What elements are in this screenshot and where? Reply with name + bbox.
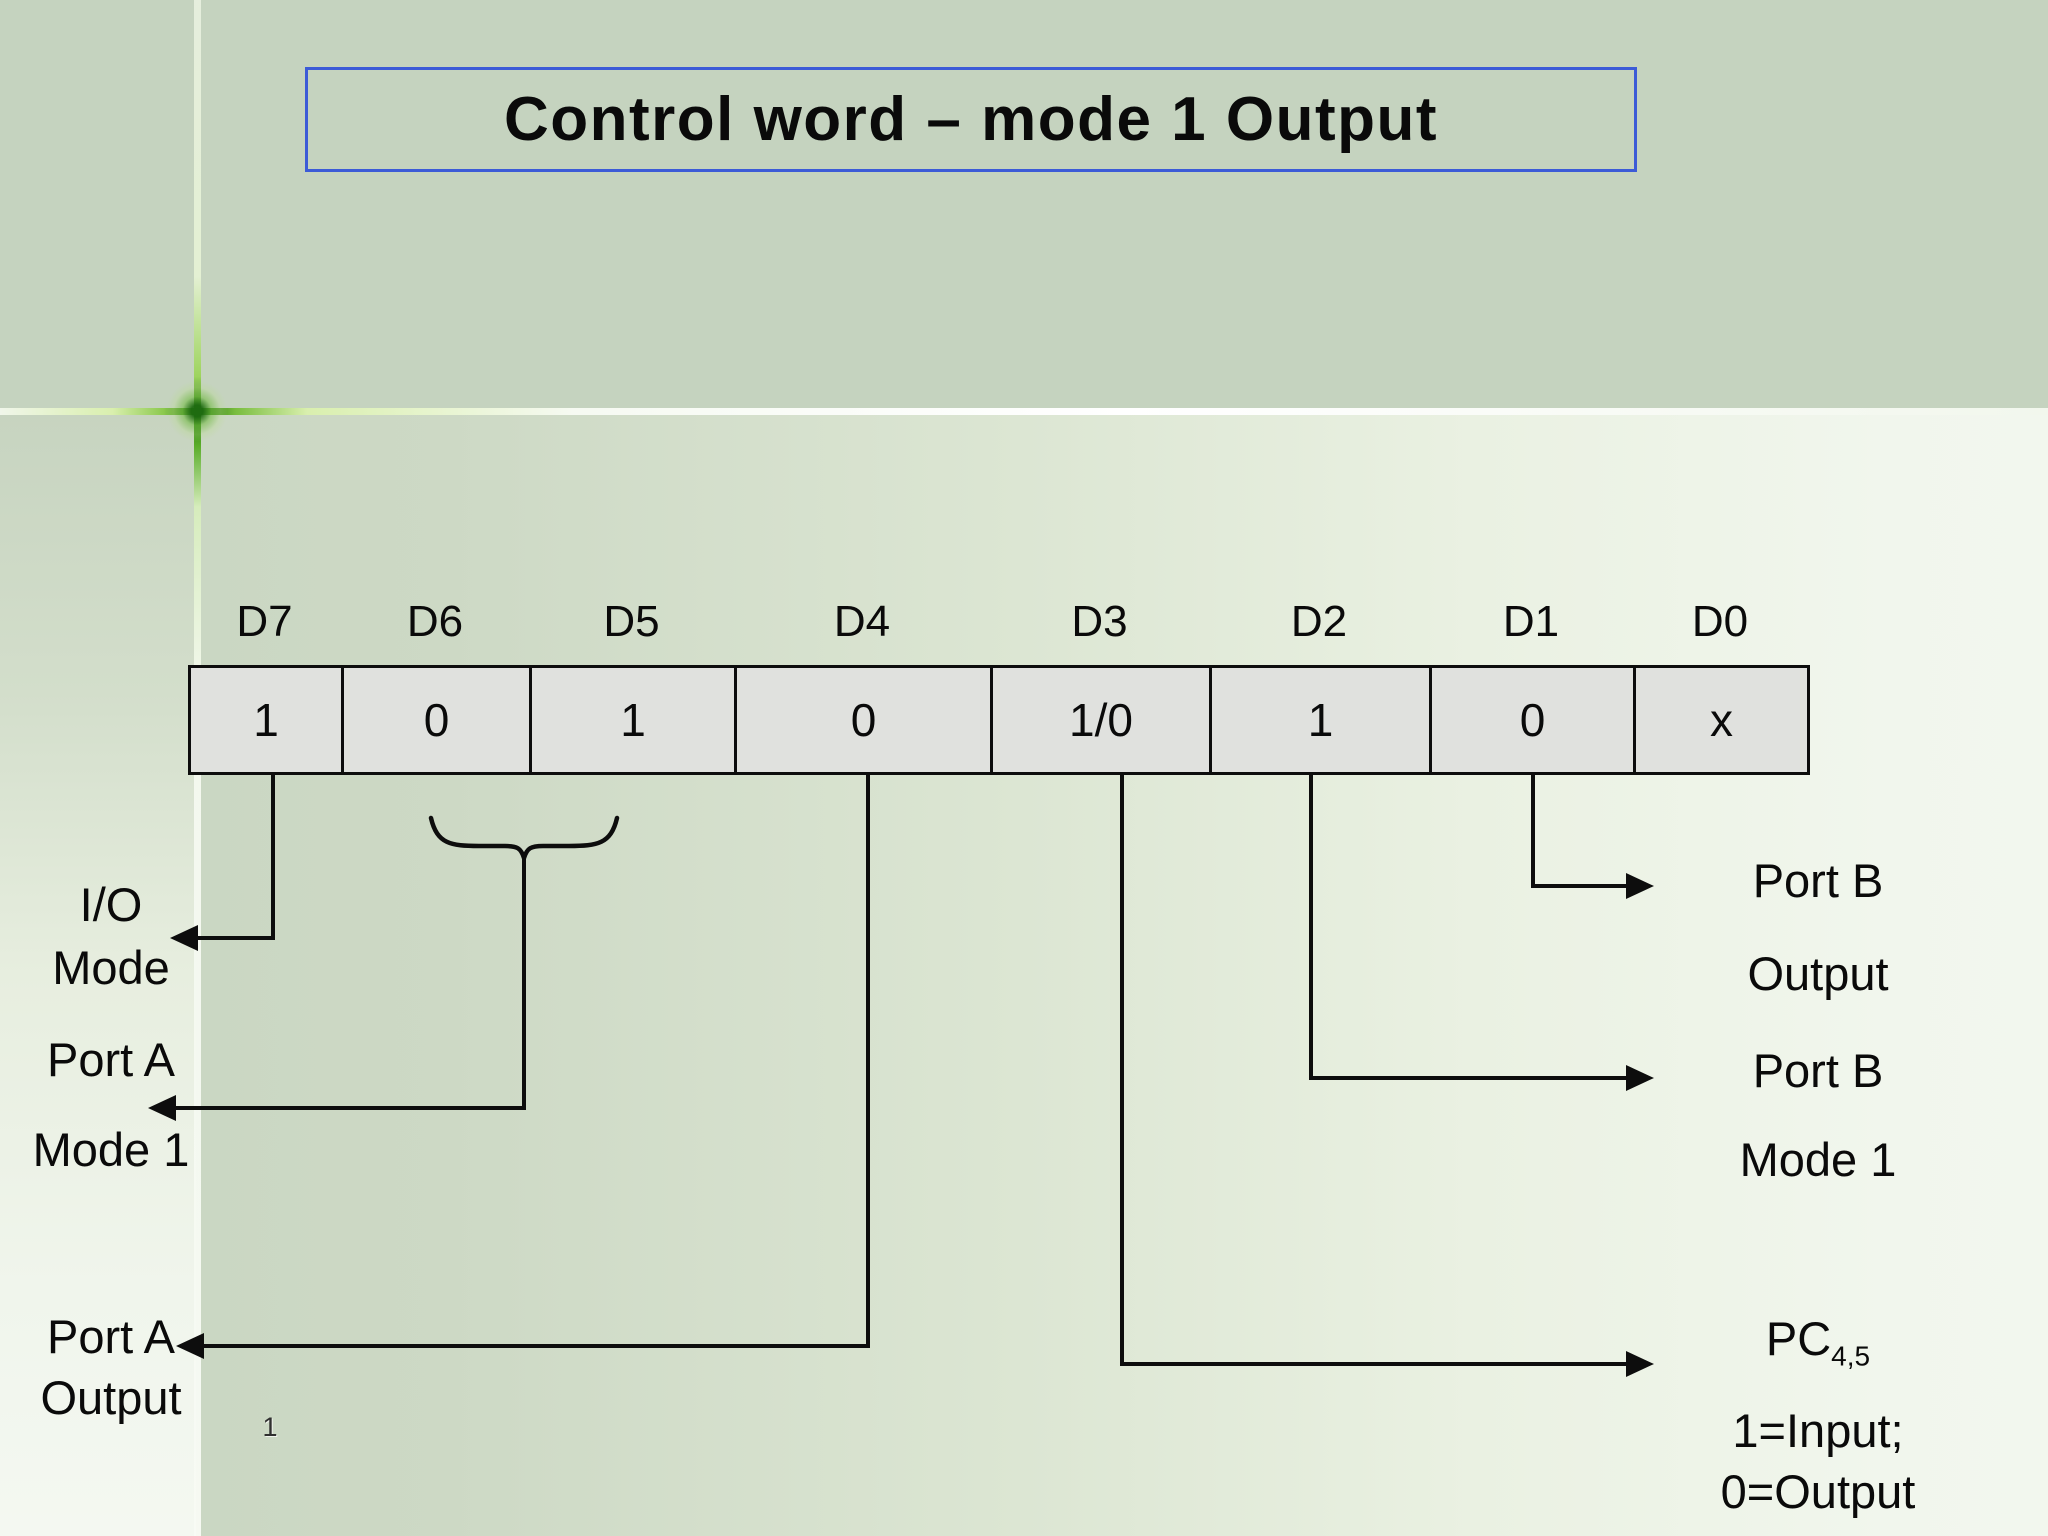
arrowhead-io-mode-icon	[170, 925, 198, 951]
connector-d1-horizontal	[1533, 884, 1626, 888]
bit-label-d3: D3	[1071, 597, 1128, 646]
bit-label-d1: D1	[1502, 597, 1560, 646]
bit-label-d2: D2	[1290, 597, 1348, 646]
bit-cell-d4: 0	[734, 665, 993, 775]
pc45-subscript: 4,5	[1831, 1340, 1871, 1372]
arrowhead-port-a-output-icon	[176, 1333, 204, 1359]
bit-cell-d7: 1	[188, 665, 344, 775]
label-port-b-output-line1: Port B	[1752, 854, 1884, 907]
horizontal-flare-line	[0, 408, 2048, 415]
connector-d3-horizontal	[1122, 1362, 1626, 1366]
bit-cell-d1: 0	[1429, 665, 1636, 775]
background-gradient-lower	[0, 412, 2048, 1536]
background-left-band	[0, 412, 196, 1536]
bit-label-d7: D7	[236, 597, 293, 646]
arrowhead-port-b-mode-icon	[1626, 1065, 1654, 1091]
label-io-mode-line1: I/O	[79, 878, 143, 931]
connector-d2-horizontal	[1311, 1076, 1626, 1080]
bit-cell-d5: 1	[529, 665, 737, 775]
brace-d6-d5	[428, 815, 620, 860]
connector-d7-vertical	[271, 772, 275, 940]
connector-mode-vertical	[522, 858, 526, 1108]
label-port-a-mode-line2: Mode 1	[32, 1123, 190, 1176]
label-pc45-note2: 0=Output	[1720, 1465, 1916, 1518]
bit-cell-d6: 0	[341, 665, 532, 775]
arrowhead-pc45-icon	[1626, 1351, 1654, 1377]
connector-d2-vertical	[1309, 772, 1313, 1080]
arrowhead-port-a-mode-icon	[148, 1095, 176, 1121]
label-port-a-mode-line1: Port A	[46, 1033, 175, 1086]
bit-label-d0: D0	[1691, 597, 1749, 646]
bit-cell-d3: 1/0	[990, 665, 1212, 775]
page-number: 1	[262, 1412, 278, 1442]
pc45-base: PC	[1765, 1312, 1832, 1365]
bit-label-d4: D4	[833, 597, 891, 646]
label-pc45-note1: 1=Input;	[1732, 1404, 1904, 1457]
bit-cell-d0: x	[1633, 665, 1810, 775]
connector-mode-horizontal	[172, 1106, 526, 1110]
bit-cell-d2: 1	[1209, 665, 1432, 775]
bit-label-d5: D5	[603, 597, 660, 646]
connector-d7-horizontal	[194, 936, 275, 940]
label-port-a-output-line1: Port A	[46, 1310, 175, 1363]
arrowhead-port-b-output-icon	[1626, 873, 1654, 899]
label-io-mode-line2: Mode	[52, 941, 170, 994]
connector-d4-horizontal	[200, 1344, 870, 1348]
label-pc45: PC4,5	[1668, 1309, 1968, 1372]
connector-d4-vertical	[866, 772, 870, 1348]
flare-cross-glow	[167, 381, 227, 441]
connector-d1-vertical	[1531, 772, 1535, 888]
bit-label-d6: D6	[406, 597, 464, 646]
label-port-a-output-line2: Output	[40, 1371, 182, 1424]
slide-title-box: Control word – mode 1 Output	[305, 67, 1637, 172]
label-port-b-mode-line1: Port B	[1752, 1044, 1884, 1097]
connector-d3-vertical	[1120, 772, 1124, 1366]
label-port-b-mode-line2: Mode 1	[1739, 1133, 1897, 1186]
slide-title: Control word – mode 1 Output	[503, 85, 1439, 154]
label-port-b-output-line2: Output	[1747, 947, 1889, 1000]
